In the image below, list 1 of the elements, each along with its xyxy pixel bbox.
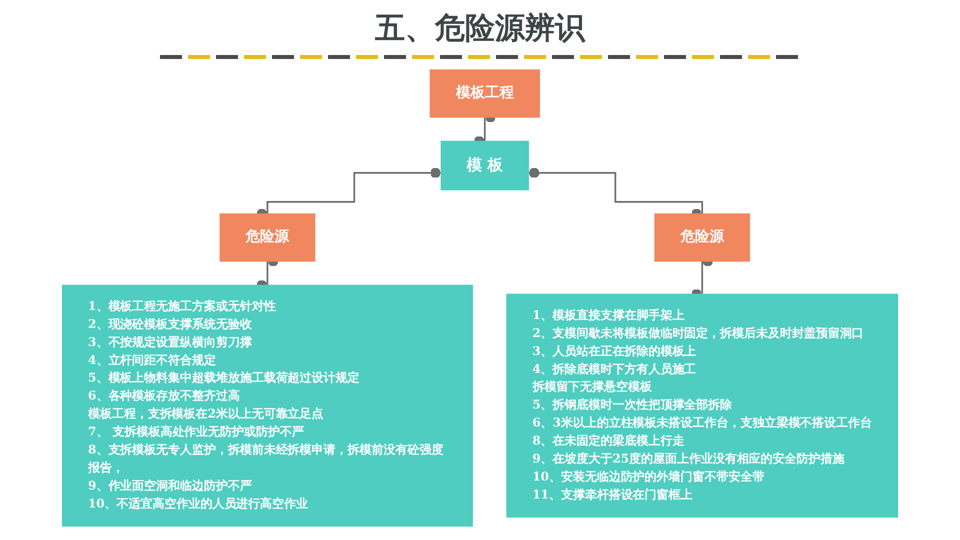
diagram-title: 五、危险源辨识 xyxy=(375,10,585,48)
